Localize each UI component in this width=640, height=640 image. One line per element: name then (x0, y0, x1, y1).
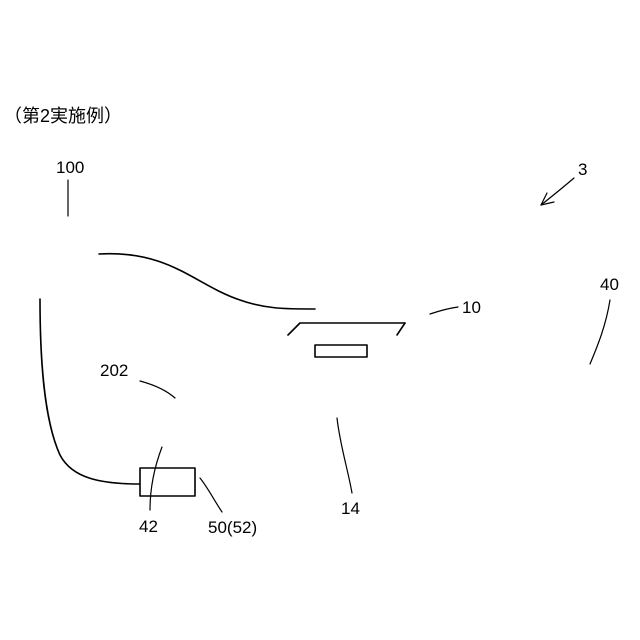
label-window-part: 14 (341, 499, 360, 518)
mount-block (140, 468, 195, 496)
label-table: 40 (600, 275, 619, 294)
leader-table (590, 300, 610, 364)
leader-mount (200, 478, 222, 512)
leader-component (140, 381, 175, 398)
label-apparatus: 10 (462, 298, 481, 317)
cable-to-sensor (40, 299, 140, 484)
label-system: 3 (578, 160, 587, 179)
label-component: 202 (100, 361, 128, 380)
leader-window-part (337, 418, 352, 493)
label-controller: 100 (56, 158, 84, 177)
label-mount: 50(52) (208, 518, 257, 537)
caption-text: （第2実施例） (4, 106, 122, 126)
apparatus-box (288, 323, 405, 357)
label-sensor: 42 (139, 517, 158, 536)
cable-to-apparatus (99, 254, 315, 309)
leader-apparatus (430, 307, 458, 314)
system-arrow (541, 178, 574, 205)
